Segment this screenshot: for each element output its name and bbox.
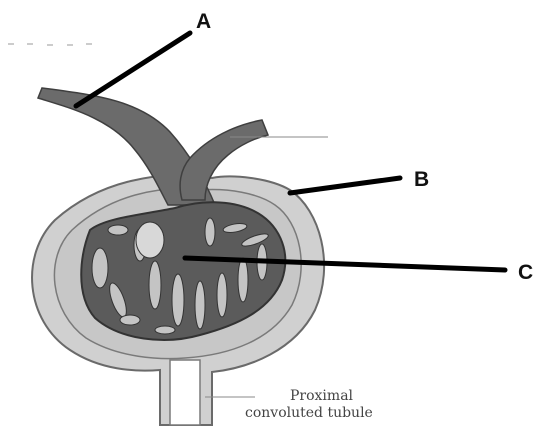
label-c: C	[518, 261, 533, 284]
label-b: B	[414, 168, 429, 191]
scan-artifact-dashes	[8, 44, 92, 45]
leader-line-a	[76, 33, 190, 106]
caption-line-2: convoluted tubule	[245, 405, 373, 421]
leader-line-b	[290, 178, 400, 193]
caption-line-1: Proximal	[290, 388, 354, 404]
label-a: A	[196, 10, 211, 33]
tubule-lumen	[170, 360, 200, 425]
